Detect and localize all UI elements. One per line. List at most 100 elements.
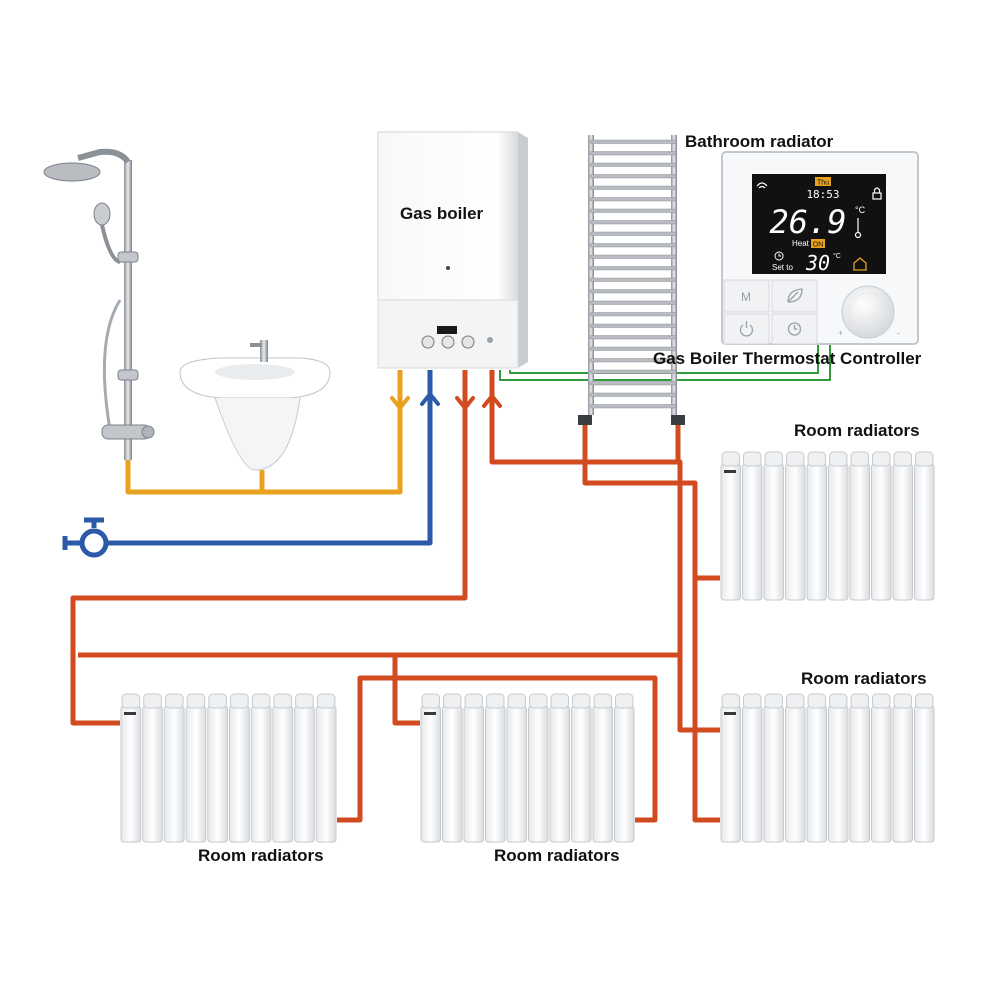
radiator-section bbox=[914, 705, 935, 843]
radiator-section-cap bbox=[850, 451, 869, 467]
label-room-radiators-mid-right: Room radiators bbox=[801, 669, 927, 688]
towel-rail-bar bbox=[589, 358, 677, 363]
radiator-section-cap bbox=[443, 693, 462, 709]
radiator-section bbox=[763, 705, 784, 843]
radiator-section bbox=[229, 705, 250, 843]
radiator-section bbox=[549, 705, 570, 843]
radiator-badge bbox=[424, 712, 436, 715]
lcd-set-label: Set to bbox=[772, 263, 793, 272]
towel-rail-bar bbox=[589, 243, 677, 248]
control-wire-a bbox=[499, 345, 831, 381]
towel-rail-left bbox=[588, 135, 594, 415]
radiator-section-cap bbox=[208, 693, 228, 709]
radiator-section bbox=[785, 705, 806, 843]
arrow-up-cold bbox=[420, 392, 440, 406]
radiator-section bbox=[272, 705, 294, 843]
radiator-section-cap bbox=[829, 693, 848, 709]
towel-rail-bar bbox=[589, 197, 677, 202]
lcd-day: Thu bbox=[817, 180, 829, 187]
towel-rail-bar bbox=[589, 151, 677, 156]
towel-rail-bar bbox=[589, 335, 677, 340]
radiator-section bbox=[463, 705, 484, 843]
towel-rail-bar bbox=[589, 277, 677, 282]
radiator-section bbox=[742, 463, 763, 601]
radiator-section bbox=[720, 463, 741, 601]
radiator-section bbox=[420, 705, 441, 843]
radiator-section bbox=[442, 705, 463, 843]
thermostat-lcd bbox=[752, 174, 886, 274]
knob-minus: - bbox=[897, 328, 900, 338]
lcd-mode: Heat bbox=[792, 239, 810, 248]
heating-pipe-center-return bbox=[337, 675, 658, 823]
radiator-badge bbox=[724, 712, 736, 715]
lcd-time: 18:53 bbox=[806, 188, 839, 201]
radiator-section-cap bbox=[316, 693, 336, 709]
towel-rail-bar bbox=[589, 231, 677, 236]
radiator-section bbox=[294, 705, 315, 843]
towel-rail-bar bbox=[589, 312, 677, 317]
radiator-section bbox=[892, 463, 913, 601]
radiator-section bbox=[871, 463, 892, 601]
lcd-state: ON bbox=[813, 242, 824, 249]
bathroom-radiator bbox=[578, 135, 685, 425]
label-room-radiators-bottom-center: Room radiators bbox=[494, 846, 620, 865]
radiator-section-cap bbox=[915, 451, 934, 467]
radiator-section bbox=[185, 705, 207, 843]
heating-pipe-right-return bbox=[692, 578, 720, 823]
temperature-knob[interactable] bbox=[841, 285, 895, 339]
towel-rail-bar bbox=[589, 266, 677, 271]
label-room-radiators-bottom-left: Room radiators bbox=[198, 846, 324, 865]
towel-rail-bar bbox=[589, 174, 677, 179]
radiator-section-cap bbox=[273, 693, 293, 709]
power-button[interactable] bbox=[723, 313, 770, 345]
heating-pipe-left-loop bbox=[70, 370, 468, 726]
radiator-section-cap bbox=[850, 693, 869, 709]
radiator-section bbox=[720, 705, 741, 843]
radiator-section bbox=[806, 705, 827, 843]
towel-rail-bar bbox=[589, 220, 677, 225]
mode-button[interactable] bbox=[723, 279, 770, 313]
radiator-section bbox=[571, 705, 592, 843]
heating-pipe-bathroom bbox=[582, 420, 720, 581]
radiator-section-cap bbox=[507, 693, 526, 709]
towel-rail-bar bbox=[589, 323, 677, 328]
label-room-radiators-top-right: Room radiators bbox=[794, 421, 920, 440]
radiator-section-cap bbox=[572, 693, 591, 709]
towel-rail-bar bbox=[589, 254, 677, 259]
thermostat-controller: Thu 18:53 26.9 °C Heat ON Set to 30 °C M bbox=[721, 151, 919, 345]
radiator-section bbox=[250, 705, 272, 843]
radiator-section-cap bbox=[872, 451, 891, 467]
leaf-icon bbox=[787, 288, 803, 303]
radiator-section-cap bbox=[764, 693, 783, 709]
radiator-section bbox=[120, 705, 142, 843]
radiator-section bbox=[207, 705, 229, 843]
radiator-section bbox=[849, 705, 870, 843]
radiator-section bbox=[849, 463, 870, 601]
radiator-section bbox=[315, 705, 337, 843]
radiator-section bbox=[785, 463, 806, 601]
radiator-section-cap bbox=[807, 451, 826, 467]
towel-valve-right bbox=[671, 415, 685, 425]
radiator-section-cap bbox=[186, 693, 206, 709]
radiator-section bbox=[506, 705, 527, 843]
radiator-section-cap bbox=[143, 693, 162, 709]
wifi-icon bbox=[756, 182, 768, 189]
schedule-clock-icon bbox=[787, 322, 802, 336]
towel-rail-bar bbox=[589, 185, 677, 190]
shower-icon bbox=[43, 148, 155, 460]
radiator-section-cap bbox=[550, 693, 569, 709]
clock-icon bbox=[774, 251, 784, 261]
sink-icon bbox=[179, 340, 331, 471]
valve-icon bbox=[62, 517, 109, 558]
radiator-section bbox=[828, 463, 849, 601]
towel-rail-bar bbox=[589, 289, 677, 294]
radiator-section-cap bbox=[164, 693, 184, 709]
radiator-section-cap bbox=[295, 693, 314, 709]
radiator-section-cap bbox=[529, 693, 548, 709]
radiator-section-cap bbox=[743, 693, 762, 709]
radiator-section-cap bbox=[464, 693, 483, 709]
radiator-section-cap bbox=[593, 693, 612, 709]
arrow-down-flow bbox=[455, 396, 475, 410]
lcd-set-unit: °C bbox=[833, 252, 841, 260]
